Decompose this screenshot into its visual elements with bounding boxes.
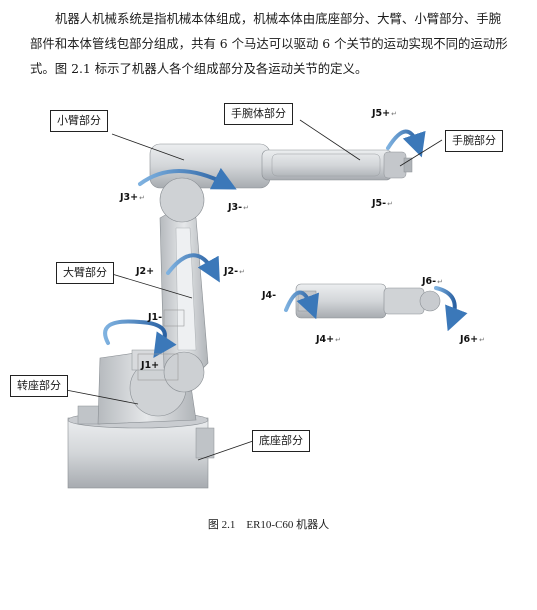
j3-arrow [138,167,237,190]
robot-illustration [65,119,468,489]
figure-caption: 图 2.1 ER10-C60 机器人 [0,516,537,532]
leader-lines [65,119,443,461]
joint-label-j5-plus: J5+↵ [372,108,397,119]
joint-label-j1-plus: J1+ [141,360,160,371]
robot-figure: 小臂部分 手腕体部分 手腕部分 大臂部分 转座部分 底座部分 J5+↵ J5-↵… [0,88,537,508]
j1-plus-frame [137,353,179,381]
callout-wrist-body: 手腕体部分 [224,103,293,125]
joint-label-j2-plus: J2+ [136,266,155,277]
callout-upper-arm: 大臂部分 [56,262,114,284]
caption-title: ER10-C60 机器人 [246,519,330,531]
joint-label-j4-minus: J4- [262,290,277,301]
j2-arrow [166,253,220,283]
joint-label-j1-minus: J1- [148,312,163,323]
caption-number: 图 2.1 [207,519,236,531]
body-paragraph: 机器人机械系统是指机械本体组成，机械本体由底座部分、大臂、小臂部分、手腕 部件和… [30,6,516,81]
j1-arrow [103,319,177,358]
robot-forearm [149,143,413,223]
joint-label-j5-minus: J5-↵ [372,198,393,209]
wrist-detail [295,283,441,319]
joint-label-j6-plus: J6+↵ [460,334,485,345]
callout-wrist: 手腕部分 [445,130,503,152]
j5-arrow [386,129,426,158]
rotation-arrows [103,129,468,358]
joint-label-j3-plus: J3+↵ [120,192,145,203]
robot-upper-arm [159,211,209,393]
j1-minus-frame [163,309,185,327]
paragraph-line-1: 机器人机械系统是指机械本体组成，机械本体由底座部分、大臂、小臂部分、手腕 [55,11,502,26]
j6-arrow [434,286,468,332]
joint-label-j2-minus: J2-↵ [224,266,245,277]
callout-base: 底座部分 [252,430,310,452]
callout-turret: 转座部分 [10,375,68,397]
joint-label-j6-minus: J6-↵ [422,276,443,287]
j4-arrow [284,290,320,320]
joint-label-j3-minus: J3-↵ [228,202,249,213]
paragraph-line-3: 式。图 2.1 标示了机器人各个组成部分及各运动关节的定义。 [30,61,368,76]
callout-forearm: 小臂部分 [50,110,108,132]
joint-label-j4-plus: J4+↵ [316,334,341,345]
paragraph-line-2: 部件和本体管线包部分组成，共有 6 个马达可以驱动 6 个关节的运动实现不同的运… [30,36,508,51]
